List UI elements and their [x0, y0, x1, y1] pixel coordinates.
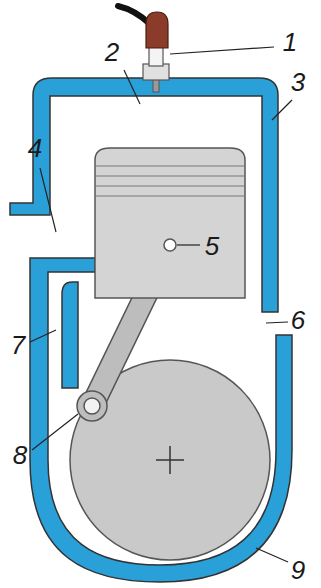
callout-number: 8: [13, 440, 27, 470]
callout-number: 7: [11, 330, 25, 360]
callout-number: 6: [291, 305, 305, 335]
callout-number: 3: [291, 67, 305, 97]
piston-rings: [95, 166, 245, 196]
callout-number: 5: [205, 231, 219, 261]
piston: [95, 148, 245, 298]
piston-pin: [164, 239, 176, 251]
callout-number: 1: [283, 27, 297, 57]
plug-wire: [118, 6, 150, 24]
channel-wall: [62, 282, 78, 388]
cylinder-head: [10, 78, 278, 312]
callout-number: 4: [28, 133, 42, 163]
crank-pin: [84, 398, 100, 414]
crankcase: [30, 258, 292, 582]
crank-centre: [156, 446, 184, 474]
leader-lines: [30, 47, 292, 562]
plug-cap: [146, 12, 168, 48]
callout-number: 2: [105, 37, 119, 67]
big-end: [77, 391, 107, 421]
plug-insulator: [149, 46, 163, 66]
callout-number: 9: [291, 555, 305, 585]
